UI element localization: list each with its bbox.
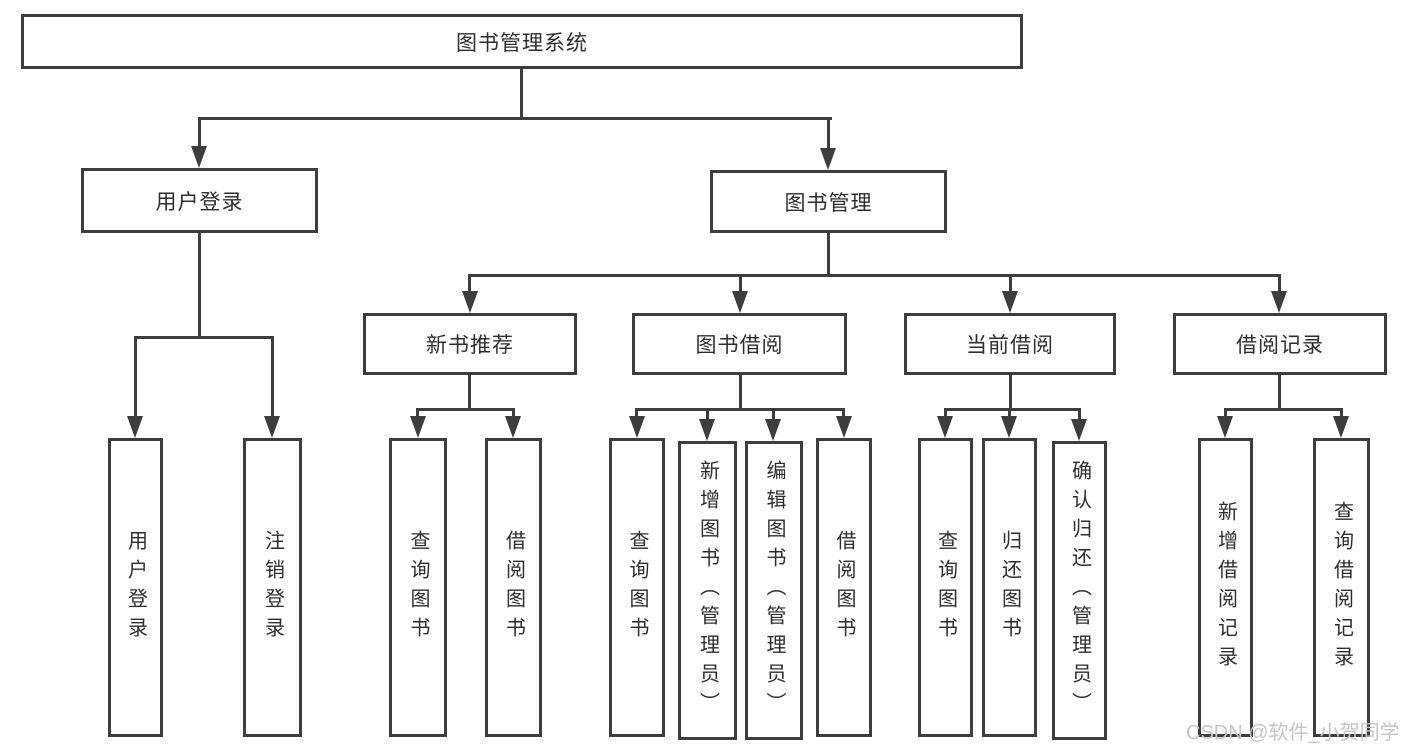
connector-line xyxy=(944,408,947,418)
connector-line xyxy=(944,408,1081,411)
connector-line xyxy=(739,375,742,410)
node-root: 图书管理系统 xyxy=(21,14,1023,69)
leaf-return-books: 归还图书 xyxy=(982,438,1037,737)
connector-line xyxy=(827,117,830,150)
arrow-down-icon xyxy=(1333,416,1349,438)
connector-line xyxy=(1008,408,1011,418)
connector-line xyxy=(772,408,775,420)
node-book-management: 图书管理 xyxy=(710,170,947,233)
connector-line xyxy=(512,408,515,418)
arrow-down-icon xyxy=(1217,416,1233,438)
node-new-book-recommend: 新书推荐 xyxy=(363,313,577,375)
connector-line xyxy=(271,336,274,418)
leaf-query-books-recommend: 查询图书 xyxy=(389,438,447,737)
leaf-borrow-books: 借阅图书 xyxy=(816,438,872,737)
connector-line xyxy=(739,274,742,294)
leaf-query-books-current: 查询图书 xyxy=(918,438,973,737)
arrow-down-icon xyxy=(699,419,715,441)
arrow-down-icon xyxy=(127,416,143,438)
leaf-query-books-borrow: 查询图书 xyxy=(609,438,665,737)
leaf-add-borrow-record: 新增借阅记录 xyxy=(1198,438,1253,737)
connector-line xyxy=(134,336,137,418)
leaf-query-borrow-record: 查询借阅记录 xyxy=(1313,438,1370,737)
connector-line xyxy=(520,69,523,120)
watermark: CSDN @软件_小贺同学 xyxy=(1186,722,1400,744)
arrow-down-icon xyxy=(462,291,478,313)
arrow-down-icon xyxy=(1271,291,1287,313)
arrow-down-icon xyxy=(1002,291,1018,313)
arrow-down-icon xyxy=(820,148,836,170)
leaf-edit-books-admin: 编辑图书（管理员） xyxy=(745,441,803,740)
leaf-add-books-admin: 新增图书（管理员） xyxy=(678,441,737,740)
connector-line xyxy=(1278,274,1281,294)
arrow-down-icon xyxy=(505,416,521,438)
connector-line xyxy=(198,233,201,339)
node-book-borrow: 图书借阅 xyxy=(632,313,847,375)
arrow-down-icon xyxy=(732,291,748,313)
arrow-down-icon xyxy=(410,416,426,438)
connector-line xyxy=(1340,408,1343,418)
connector-line xyxy=(198,117,201,148)
arrow-down-icon xyxy=(191,146,207,168)
connector-line xyxy=(827,233,830,277)
arrow-down-icon xyxy=(765,419,781,441)
connector-line xyxy=(1224,408,1227,418)
arrow-down-icon xyxy=(629,416,645,438)
leaf-user-login: 用户登录 xyxy=(108,438,163,737)
arrow-down-icon xyxy=(1071,419,1087,441)
connector-line xyxy=(1009,375,1012,410)
connector-line xyxy=(468,274,471,294)
connector-line xyxy=(1009,274,1012,294)
connector-line xyxy=(1078,408,1081,420)
leaf-confirm-return-admin: 确认归还（管理员） xyxy=(1052,441,1107,740)
connector-line xyxy=(198,117,832,120)
connector-line xyxy=(468,375,471,410)
node-user-login: 用户登录 xyxy=(81,168,318,233)
node-current-borrow: 当前借阅 xyxy=(904,313,1116,375)
leaf-borrow-books-recommend: 借阅图书 xyxy=(485,438,542,737)
arrow-down-icon xyxy=(1001,416,1017,438)
connector-line xyxy=(468,274,1281,277)
arrow-down-icon xyxy=(264,416,280,438)
connector-line xyxy=(416,408,515,411)
connector-line xyxy=(706,408,709,420)
connector-line xyxy=(416,408,419,418)
connector-line xyxy=(1278,375,1281,410)
arrow-down-icon xyxy=(836,416,852,438)
connector-line xyxy=(635,408,845,411)
leaf-logout: 注销登录 xyxy=(243,438,302,737)
arrow-down-icon xyxy=(937,416,953,438)
connector-line xyxy=(134,336,274,339)
connector-line xyxy=(635,408,638,418)
connector-line xyxy=(1224,408,1343,411)
node-borrow-records: 借阅记录 xyxy=(1173,313,1387,375)
connector-line xyxy=(842,408,845,418)
